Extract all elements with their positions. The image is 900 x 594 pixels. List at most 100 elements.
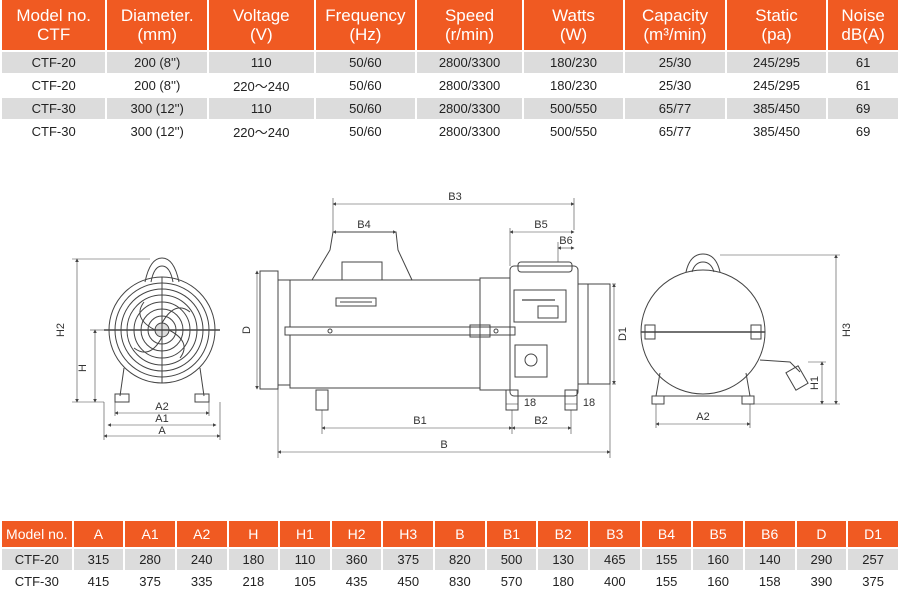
dim-cell: 465 xyxy=(590,549,640,571)
label-18-right: 18 xyxy=(583,397,595,409)
header-speed: Speed(r/min) xyxy=(417,0,522,52)
dim-row: CTF-20 315 280 240 180 110 360 375 820 5… xyxy=(2,549,898,571)
dim-cell: 315 xyxy=(73,549,124,571)
dim-header-b6: B6 xyxy=(744,521,795,549)
dim-cell: 240 xyxy=(176,549,227,571)
dim-cell: 130 xyxy=(538,549,588,571)
spec-row: CTF-20 200 (8'') 110 50/60 2800/3300 180… xyxy=(2,52,898,75)
dim-header-b4: B4 xyxy=(641,521,692,549)
dim-header-h: H xyxy=(228,521,279,549)
label-b: B xyxy=(440,439,447,451)
dim-cell: 180 xyxy=(228,549,279,571)
side-top-handle xyxy=(311,231,413,281)
dim-header-b5: B5 xyxy=(693,521,743,549)
spec-row: CTF-20 200 (8'') 220～240 50/60 2800/3300… xyxy=(2,75,898,98)
label-b5: B5 xyxy=(534,219,547,231)
technical-drawing: H2 H A2 A1 A xyxy=(55,191,853,458)
header-model: Model no.CTF xyxy=(2,0,106,52)
dimension-table: Model no. A A1 A2 H H1 H2 H3 B B1 B2 B3 … xyxy=(0,521,900,593)
dim-header-a1: A1 xyxy=(125,521,175,549)
dim-header-d1: D1 xyxy=(848,521,898,549)
side-switch-plate xyxy=(513,289,567,323)
cell-watts: 180/230 xyxy=(523,52,624,75)
header-static: Static(pa) xyxy=(726,0,827,52)
dim-cell: 375 xyxy=(848,571,898,593)
cell-model: CTF-20 xyxy=(2,75,106,98)
cell-capacity: 25/30 xyxy=(625,52,725,75)
dim-cell: 820 xyxy=(435,549,485,571)
cell-frequency: 50/60 xyxy=(315,121,416,144)
dim-cell: 280 xyxy=(125,549,175,571)
dim-cell: 218 xyxy=(228,571,279,593)
cell-noise: 61 xyxy=(828,52,898,75)
dim-cell: 105 xyxy=(280,571,330,593)
dim-cell: 415 xyxy=(73,571,124,593)
dim-header-h2: H2 xyxy=(331,521,382,549)
header-diameter: Diameter.(mm) xyxy=(107,0,208,52)
dim-cell: 500 xyxy=(486,549,537,571)
cell-voltage: 220～240 xyxy=(209,121,314,144)
spec-table: Model no.CTF Diameter.(mm) Voltage(V) Fr… xyxy=(0,0,900,144)
cell-capacity: 25/30 xyxy=(625,75,725,98)
cell-speed: 2800/3300 xyxy=(417,52,522,75)
dim-cell: 290 xyxy=(796,549,847,571)
cell-capacity: 65/77 xyxy=(625,121,725,144)
dim-cell: 570 xyxy=(486,571,537,593)
cell-watts: 180/230 xyxy=(523,75,624,98)
header-capacity: Capacity(m³/min) xyxy=(625,0,725,52)
rear-cable xyxy=(759,359,801,373)
cell-static: 385/450 xyxy=(726,98,827,121)
label-b1: B1 xyxy=(413,415,426,427)
cell-diameter: 300 (12'') xyxy=(107,121,208,144)
cell-frequency: 50/60 xyxy=(315,98,416,121)
front-blades xyxy=(133,301,191,359)
label-d: D xyxy=(241,326,253,334)
dim-cell: 335 xyxy=(176,571,227,593)
front-view xyxy=(72,257,221,440)
cell-model: CTF-30 xyxy=(2,121,106,144)
dim-header-h3: H3 xyxy=(383,521,434,549)
cell-noise: 61 xyxy=(828,75,898,98)
dim-cell: 180 xyxy=(538,571,588,593)
cell-speed: 2800/3300 xyxy=(417,98,522,121)
header-voltage: Voltage(V) xyxy=(209,0,314,52)
dim-cell: 830 xyxy=(435,571,485,593)
side-outlet-ring xyxy=(587,283,611,385)
cell-frequency: 50/60 xyxy=(315,52,416,75)
dim-header-d: D xyxy=(796,521,847,549)
cell-diameter: 300 (12'') xyxy=(107,98,208,121)
dim-header-b: B xyxy=(435,521,485,549)
label-a: A xyxy=(158,425,166,437)
spec-row: CTF-30 300 (12'') 220～240 50/60 2800/330… xyxy=(2,121,898,144)
dim-cell: 390 xyxy=(796,571,847,593)
label-h: H xyxy=(77,364,89,372)
spec-header-row: Model no.CTF Diameter.(mm) Voltage(V) Fr… xyxy=(2,0,898,52)
header-watts: Watts(W) xyxy=(523,0,624,52)
dim-row: CTF-30 415 375 335 218 105 435 450 830 5… xyxy=(2,571,898,593)
dim-cell: 400 xyxy=(590,571,640,593)
dim-header-a2: A2 xyxy=(176,521,227,549)
cell-diameter: 200 (8'') xyxy=(107,52,208,75)
dim-cell: 155 xyxy=(641,571,692,593)
cell-model: CTF-30 xyxy=(2,98,106,121)
cell-voltage: 110 xyxy=(209,52,314,75)
cell-voltage: 110 xyxy=(209,98,314,121)
rear-handle xyxy=(685,253,721,273)
side-inlet-ring xyxy=(259,270,279,390)
cell-diameter: 200 (8'') xyxy=(107,75,208,98)
dim-cell: CTF-20 xyxy=(2,549,72,571)
dim-cell: 140 xyxy=(744,549,795,571)
label-a1: A1 xyxy=(155,413,168,425)
dim-header-b2: B2 xyxy=(538,521,588,549)
cell-watts: 500/550 xyxy=(523,98,624,121)
label-rear-a2: A2 xyxy=(696,411,709,423)
rear-view xyxy=(640,253,840,428)
label-h3: H3 xyxy=(841,323,853,337)
cell-noise: 69 xyxy=(828,121,898,144)
dim-cell: 360 xyxy=(331,549,382,571)
dim-cell: CTF-30 xyxy=(2,571,72,593)
dim-header-row: Model no. A A1 A2 H H1 H2 H3 B B1 B2 B3 … xyxy=(2,521,898,549)
label-b4: B4 xyxy=(357,219,370,231)
cell-static: 245/295 xyxy=(726,52,827,75)
header-frequency: Frequency(Hz) xyxy=(315,0,416,52)
